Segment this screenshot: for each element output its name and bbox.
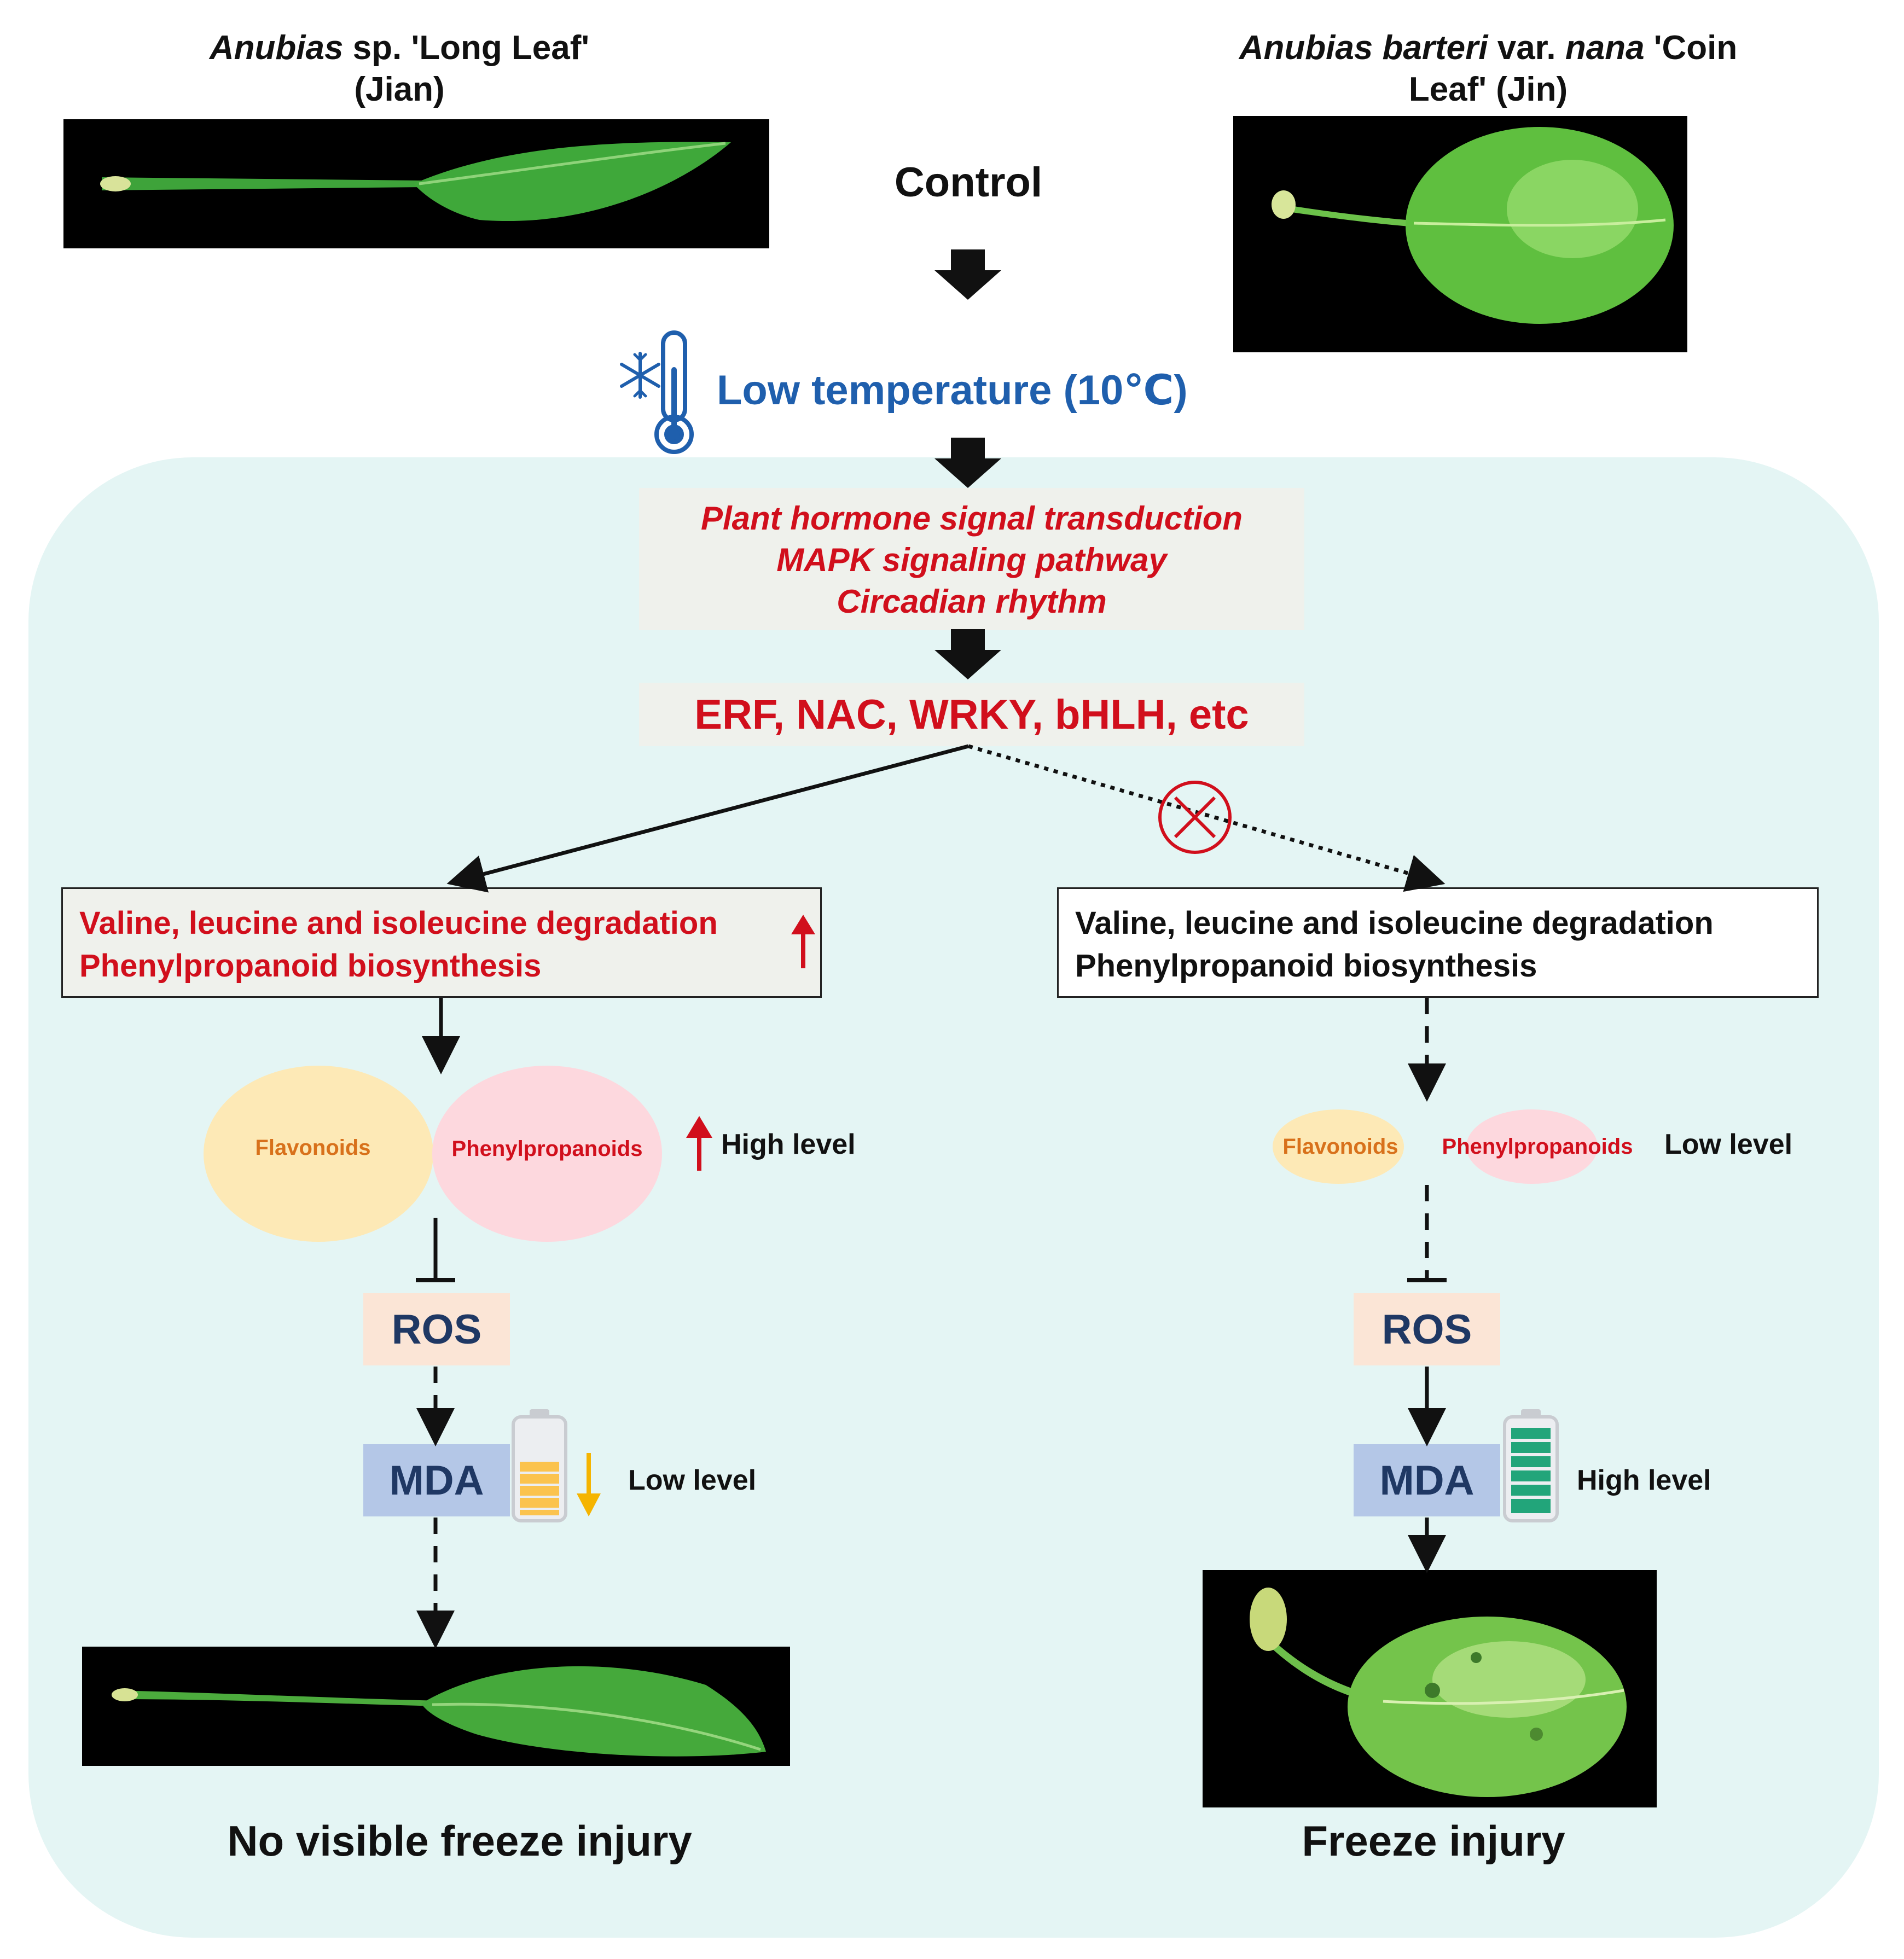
- transcription-factors-label: ERF, NAC, WRKY, bHLH, etc: [694, 691, 1249, 738]
- control-label: Control: [894, 159, 1043, 206]
- transcription-factors-box: ERF, NAC, WRKY, bHLH, etc: [639, 683, 1304, 746]
- high-level-up-arrow-icon: [686, 1116, 712, 1171]
- left-mda-level-label: Low level: [628, 1464, 757, 1496]
- right-flavonoids-ellipse: [1273, 1109, 1404, 1184]
- battery-full-icon: [1502, 1408, 1559, 1523]
- battery-half-cells: [520, 1462, 559, 1515]
- right-mda-level-label: High level: [1577, 1464, 1711, 1496]
- jian-treated-leaf-photo: [82, 1647, 790, 1766]
- jin-cultivar: 'Coin: [1644, 29, 1738, 67]
- left-level-label: High level: [721, 1129, 856, 1160]
- pathway-circadian: Circadian rhythm: [837, 583, 1107, 620]
- left-flavonoids-ellipse: [204, 1066, 433, 1242]
- left-phenylpropanoids-ellipse: [432, 1066, 662, 1242]
- arrow-tf-to-left: [446, 744, 969, 893]
- jin-subtitle: Leaf' (Jin): [1408, 71, 1568, 108]
- jin-title: Anubias barteri var. nana 'Coin Leaf' (J…: [1171, 27, 1806, 111]
- right-flavonoids-label: Flavonoids: [1282, 1135, 1398, 1159]
- left-metabolism-box: Valine, leucine and isoleucine degradati…: [61, 887, 822, 998]
- signaling-pathways-box: Plant hormone signal transduction MAPK s…: [639, 488, 1304, 630]
- right-inhibition-arrow: [1407, 1185, 1447, 1282]
- right-metabolism-phenylpropanoid: Phenylpropanoid biosynthesis: [1075, 948, 1537, 984]
- pathway-mapk: MAPK signaling pathway: [776, 542, 1167, 578]
- block-arrow-lowtemp: [934, 438, 1001, 488]
- jin-species: Anubias barteri: [1239, 29, 1488, 67]
- right-phenylpropanoids-ellipse: [1466, 1109, 1598, 1184]
- left-metabolism-up-arrow-icon: [791, 915, 815, 968]
- jian-title: Anubias sp. 'Long Leaf' (Jian): [109, 27, 689, 111]
- low-level-down-arrow-icon: [577, 1453, 601, 1516]
- arrow-tf-to-right-dotted: [968, 744, 1446, 892]
- left-flavonoids-label: Flavonoids: [255, 1136, 371, 1160]
- block-arrow-control: [934, 249, 1001, 300]
- thermometer-snowflake-icon: [618, 326, 700, 457]
- battery-full-cells: [1511, 1428, 1551, 1513]
- right-ros-box: ROS: [1354, 1293, 1500, 1365]
- pathway-hormone: Plant hormone signal transduction: [700, 500, 1243, 537]
- left-mda-box: MDA: [363, 1444, 510, 1516]
- left-ros-box: ROS: [363, 1293, 510, 1365]
- right-outcome-label: Freeze injury: [1302, 1817, 1565, 1865]
- right-level-label: Low level: [1664, 1129, 1793, 1160]
- jian-control-leaf-photo: [63, 119, 769, 248]
- left-outcome-label: No visible freeze injury: [227, 1817, 692, 1865]
- jin-variety: nana: [1565, 29, 1645, 67]
- jian-subtitle: (Jian): [354, 71, 445, 108]
- left-metabolism-valine: Valine, leucine and isoleucine degradati…: [79, 905, 718, 941]
- left-metabolism-phenylpropanoid: Phenylpropanoid biosynthesis: [79, 948, 542, 984]
- right-metabolism-valine: Valine, leucine and isoleucine degradati…: [1075, 905, 1714, 941]
- left-inhibition-arrow: [416, 1218, 455, 1282]
- jin-var: var.: [1488, 29, 1565, 67]
- jian-genus: Anubias: [209, 29, 344, 67]
- jin-control-leaf-photo: [1233, 116, 1687, 352]
- left-phenylpropanoids-label: Phenylpropanoids: [451, 1137, 643, 1161]
- blocked-x-icon: [1158, 781, 1232, 854]
- jin-treated-leaf-photo: [1203, 1570, 1657, 1807]
- right-mda-box: MDA: [1354, 1444, 1500, 1516]
- jian-cultivar: sp. 'Long Leaf': [343, 29, 590, 67]
- battery-half-icon: [511, 1408, 568, 1523]
- right-phenylpropanoids-label: Phenylpropanoids: [1442, 1135, 1633, 1159]
- block-arrow-pathways: [934, 629, 1001, 679]
- low-temperature-label: Low temperature (10℃): [717, 367, 1188, 414]
